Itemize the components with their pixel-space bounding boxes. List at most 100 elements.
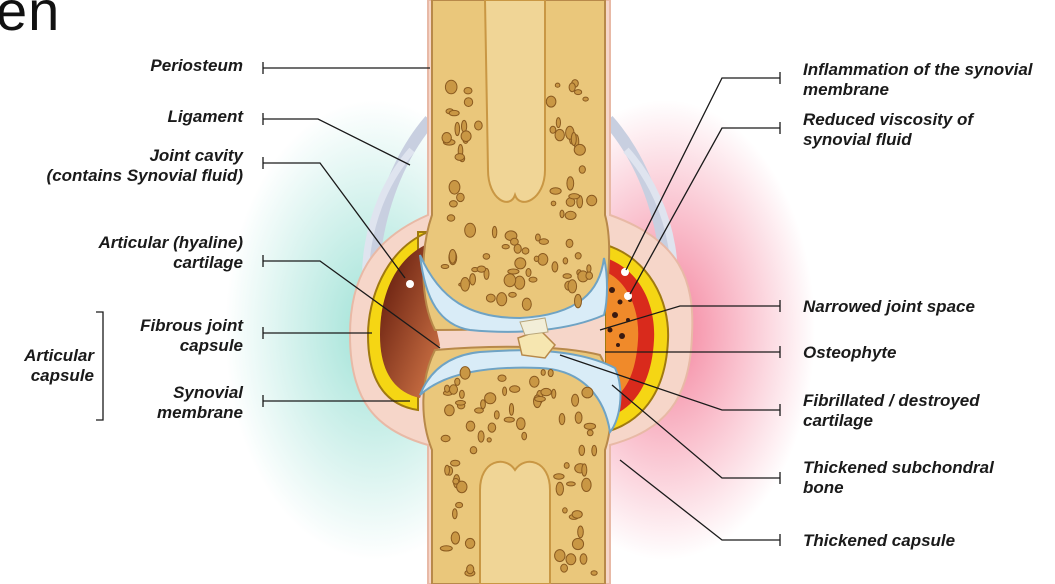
trabecular-pore [445,465,450,475]
trabecular-pore [559,414,565,425]
trabecular-pore [587,265,591,273]
trabecular-pore [564,463,569,469]
trabecular-pore [487,438,491,442]
trabecular-pore [470,447,477,454]
trabecular-pore [478,431,484,442]
trabecular-pore [488,423,496,432]
trabecular-pore [508,269,519,274]
trabecular-pore [445,405,455,416]
trabecular-pore [449,110,459,115]
trabecular-pore [515,258,526,269]
trabecular-pore [575,412,582,423]
trabecular-pore [483,254,490,260]
trabecular-pore [440,546,452,551]
trabecular-pore [566,239,573,247]
trabecular-pore [526,269,531,277]
trabecular-pore [541,388,551,395]
label-osteophyte: Osteophyte [803,343,1053,363]
trabecular-pore [447,215,455,221]
trabecular-pore [455,154,464,161]
label-reduced-viscosity: Reduced viscosity of synovial fluid [803,110,1053,150]
trabecular-pore [449,181,460,195]
trabecular-pore [456,502,463,507]
trabecular-pore [445,385,450,392]
trabecular-pore [567,177,574,190]
trabecular-pore [477,266,486,272]
trabecular-pore [578,526,584,538]
trabecular-pore [552,389,556,398]
trabecular-pore [555,83,560,87]
trabecular-pore [551,201,556,206]
trabecular-pore [522,248,529,254]
trabecular-pore [445,80,457,94]
trabecular-pore [441,435,450,441]
trabecular-pore [457,193,465,201]
trabecular-pore [534,256,539,261]
trabecular-pore [509,404,513,416]
trabecular-pore [451,532,459,544]
trabecular-pore [481,400,486,409]
upper-marrow-cavity [485,0,545,202]
trabecular-pore [450,385,458,394]
trabecular-pore [494,411,499,419]
trabecular-pore [541,370,545,376]
trabecular-pore [575,90,582,95]
fluid-dot-left [406,280,414,288]
trabecular-pore [522,298,531,310]
trabecular-pore [556,482,563,495]
trabecular-pore [453,479,459,485]
trabecular-pore [464,88,472,94]
trabecular-pore [455,122,460,135]
trabecular-pore [579,445,585,455]
trabecular-pore [592,445,597,455]
trabecular-pore [582,387,593,398]
trabecular-pore [449,250,456,264]
trabecular-pore [475,121,483,130]
trabecular-pore [460,390,465,398]
trabecular-pore [441,265,449,269]
label-inflammation: Inflammation of the synovial membrane [803,60,1053,100]
trabecular-pore [582,478,591,491]
trabecular-pore [497,293,507,306]
trabecular-pore [530,376,539,387]
trabecular-pore [586,272,593,279]
trabecular-pore [465,538,474,548]
trabecular-pore [514,244,521,253]
trabecular-pore [456,401,466,406]
trabecular-pore [486,294,495,302]
trabecular-pore [453,509,458,519]
label-ligament: Ligament [60,107,243,127]
trabecular-pore [554,474,564,479]
trabecular-pore [450,201,458,207]
trabecular-pore [575,294,582,307]
trabecular-pore [466,421,475,431]
trabecular-pore [572,538,583,549]
trabecular-pore [567,482,576,486]
label-narrowed-space: Narrowed joint space [803,297,1053,317]
trabecular-pore [539,239,548,245]
trabecular-pore [565,211,576,219]
trabecular-pore [550,188,561,195]
trabecular-pore [555,129,564,140]
trabecular-pore [587,195,597,205]
trabecular-pore [561,564,568,572]
trabecular-pore [566,554,576,565]
trabecular-pore [572,511,582,519]
trabecular-pore [461,278,470,292]
trabecular-pore [569,194,580,199]
trabecular-pore [583,97,588,101]
trabecular-pore [582,464,587,476]
label-articular-capsule: Articular capsule [4,346,94,386]
trabecular-pore [503,387,507,396]
trabecular-pore [509,292,517,297]
trabecular-pore [563,508,568,513]
trabecular-pore [548,369,553,376]
trabecular-pore [492,226,496,237]
trabecular-pore [461,131,471,142]
trabecular-pore [538,254,548,266]
trabecular-pore [470,274,476,285]
trabecular-pore [552,262,558,272]
label-subchondral: Thickened subchondral bone [803,458,1053,498]
trabecular-pore [568,280,577,293]
trabecular-pore [511,238,519,245]
